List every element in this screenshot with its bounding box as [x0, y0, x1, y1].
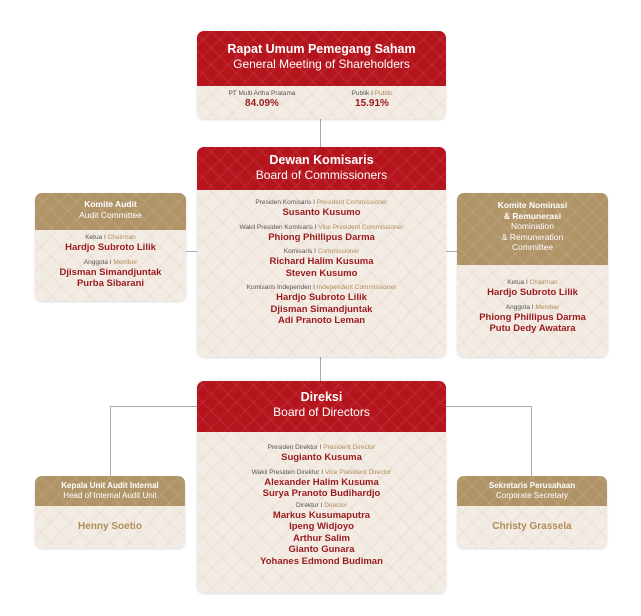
connector-bod-secretary-h	[446, 406, 532, 407]
role-group: Presiden Direktur I President Director S…	[197, 443, 446, 464]
gms-subtitle: General Meeting of Shareholders	[233, 57, 410, 71]
nomination-committee-title: Komite Nominasi	[497, 200, 568, 210]
role-group: Direktur I Director Markus Kusumaputra I…	[197, 501, 446, 568]
corporate-secretary-title: Sekretaris Perusahaan	[488, 481, 576, 490]
person-name: Djisman Simandjuntak	[270, 303, 373, 315]
role-group: Wakil Presiden Komisaris I Vice Presiden…	[197, 223, 446, 244]
role-label: Ketua I Chairman	[507, 279, 558, 286]
role-label: Anggota I Member	[505, 303, 560, 311]
connector-bod-secretary-v	[531, 406, 532, 476]
bod-subtitle: Board of Directors	[273, 405, 370, 419]
role-label: Wakil Presiden Komisaris I Vice Presiden…	[239, 223, 404, 231]
bod-header: Direksi Board of Directors	[197, 381, 446, 432]
nomination-committee-subtitle: & Remuneration	[501, 231, 564, 242]
role-label: Wakil Presiden Direktur I Vice President…	[251, 468, 392, 476]
person-name: Surya Pranoto Budihardjo	[262, 488, 381, 499]
corporate-secretary-subtitle: Corporate Secretary	[495, 491, 569, 500]
corporate-secretary-box: Sekretaris Perusahaan Corporate Secretar…	[457, 476, 607, 548]
nomination-committee-title: & Remunerasi	[503, 210, 562, 221]
role-label: Komisaris Independen I Independent Commi…	[246, 284, 397, 291]
connector-boc-audit	[186, 251, 197, 252]
person-name: Purba Sibarani	[76, 278, 145, 289]
audit-committee-body: Ketua I Chairman Hardjo Subroto Lilik An…	[35, 230, 186, 301]
shareholder-item: PT Multi Artha Pratama 84.09%	[207, 89, 317, 110]
role-group: Ketua I Chairman Hardjo Subroto Lilik	[35, 233, 186, 254]
nomination-committee-header: Komite Nominasi & Remunerasi Nomination …	[457, 193, 608, 265]
audit-committee-title: Komite Audit	[84, 199, 137, 209]
role-group: Ketua I Chairman Hardjo Subroto Lilik	[457, 278, 608, 299]
role-group: Anggota I Member Djisman Simandjuntak Pu…	[35, 258, 186, 290]
person-name: Gianto Gunara	[288, 544, 355, 555]
role-label: Komisaris I Commissioner	[283, 248, 360, 255]
role-group: Komisaris Independen I Independent Commi…	[197, 283, 446, 327]
person-name: Sugianto Kusuma	[281, 452, 362, 463]
gms-box: Rapat Umum Pemegang Saham General Meetin…	[197, 31, 446, 119]
person-name: Phiong Phillipus Darma	[268, 231, 375, 243]
person-name: Richard Halim Kusuma	[269, 256, 374, 267]
person-name: Henny Soetio	[78, 521, 142, 532]
audit-committee-subtitle: Audit Committee	[79, 210, 142, 220]
audit-committee-box: Komite Audit Audit Committee Ketua I Cha…	[35, 193, 186, 301]
role-group: Anggota I Member Phiong Phillipus Darma …	[457, 303, 608, 335]
shareholder-value: 84.09%	[245, 98, 279, 109]
internal-audit-box: Kepala Unit Audit Internal Head of Inter…	[35, 476, 185, 548]
role-label: Presiden Komisaris I President Commissio…	[255, 199, 388, 206]
bod-body: Presiden Direktur I President Director S…	[197, 432, 446, 593]
role-label: Anggota I Member	[83, 258, 138, 266]
role-group: Komisaris I Commissioner Richard Halim K…	[197, 247, 446, 279]
connector-bod-internal-audit-v	[110, 406, 111, 476]
connector-bod-internal-audit-h	[110, 406, 197, 407]
nomination-committee-body: Ketua I Chairman Hardjo Subroto Lilik An…	[457, 265, 608, 357]
boc-body: Presiden Komisaris I President Commissio…	[197, 190, 446, 357]
person-name: Hardjo Subroto Lilik	[276, 292, 367, 303]
person-name: Adi Pranoto Leman	[277, 315, 366, 326]
nomination-committee-subtitle: Nomination	[511, 221, 554, 231]
person-name: Putu Dedy Awatara	[489, 323, 576, 334]
shareholder-label: PT Multi Artha Pratama	[228, 90, 296, 97]
person-name: Hardjo Subroto Lilik	[487, 287, 578, 298]
gms-header: Rapat Umum Pemegang Saham General Meetin…	[197, 31, 446, 86]
person-name: Ipeng Widjoyo	[289, 521, 354, 532]
person-name: Hardjo Subroto Lilik	[65, 242, 156, 253]
role-label: Direktur I Director	[296, 501, 347, 509]
connector-boc-nomination	[446, 251, 457, 252]
role-group: Presiden Komisaris I President Commissio…	[197, 198, 446, 219]
connector-boc-bod	[320, 357, 321, 381]
gms-body: PT Multi Artha Pratama 84.09% Publik I P…	[197, 86, 446, 119]
bod-box: Direksi Board of Directors Presiden Dire…	[197, 381, 446, 593]
nomination-committee-subtitle: Committee	[511, 242, 554, 252]
corporate-secretary-body: Christy Grassela	[457, 506, 607, 548]
gms-title: Rapat Umum Pemegang Saham	[227, 42, 416, 56]
boc-subtitle: Board of Commissioners	[255, 168, 388, 182]
nomination-committee-box: Komite Nominasi & Remunerasi Nomination …	[457, 193, 608, 357]
person-name: Alexander Halim Kusuma	[264, 476, 379, 488]
internal-audit-header: Kepala Unit Audit Internal Head of Inter…	[35, 476, 185, 506]
connector-gms-boc	[320, 119, 321, 147]
person-name: Djisman Simandjuntak	[59, 266, 162, 278]
person-name: Susanto Kusumo	[282, 207, 361, 218]
person-name: Christy Grassela	[492, 521, 572, 532]
shareholder-label: Publik I Public	[351, 90, 393, 97]
boc-header: Dewan Komisaris Board of Commissioners	[197, 147, 446, 190]
person-name: Phiong Phillipus Darma	[479, 311, 586, 323]
person-name: Steven Kusumo	[285, 267, 358, 279]
shareholder-item: Publik I Public 15.91%	[317, 89, 427, 110]
role-label: Ketua I Chairman	[85, 234, 136, 241]
person-name: Yohanes Edmond Budiman	[260, 555, 383, 567]
person-name: Arthur Salim	[292, 532, 350, 544]
shareholder-value: 15.91%	[355, 98, 389, 109]
corporate-secretary-header: Sekretaris Perusahaan Corporate Secretar…	[457, 476, 607, 506]
internal-audit-body: Henny Soetio	[35, 506, 185, 548]
boc-box: Dewan Komisaris Board of Commissioners P…	[197, 147, 446, 357]
internal-audit-subtitle: Head of Internal Audit Unit	[63, 491, 157, 500]
role-group: Wakil Presiden Direktur I Vice President…	[197, 468, 446, 500]
role-label: Presiden Direktur I President Director	[267, 444, 376, 451]
person-name: Markus Kusumaputra	[272, 509, 371, 521]
audit-committee-header: Komite Audit Audit Committee	[35, 193, 186, 230]
internal-audit-title: Kepala Unit Audit Internal	[61, 481, 159, 490]
boc-title: Dewan Komisaris	[269, 153, 374, 167]
bod-title: Direksi	[300, 390, 343, 404]
